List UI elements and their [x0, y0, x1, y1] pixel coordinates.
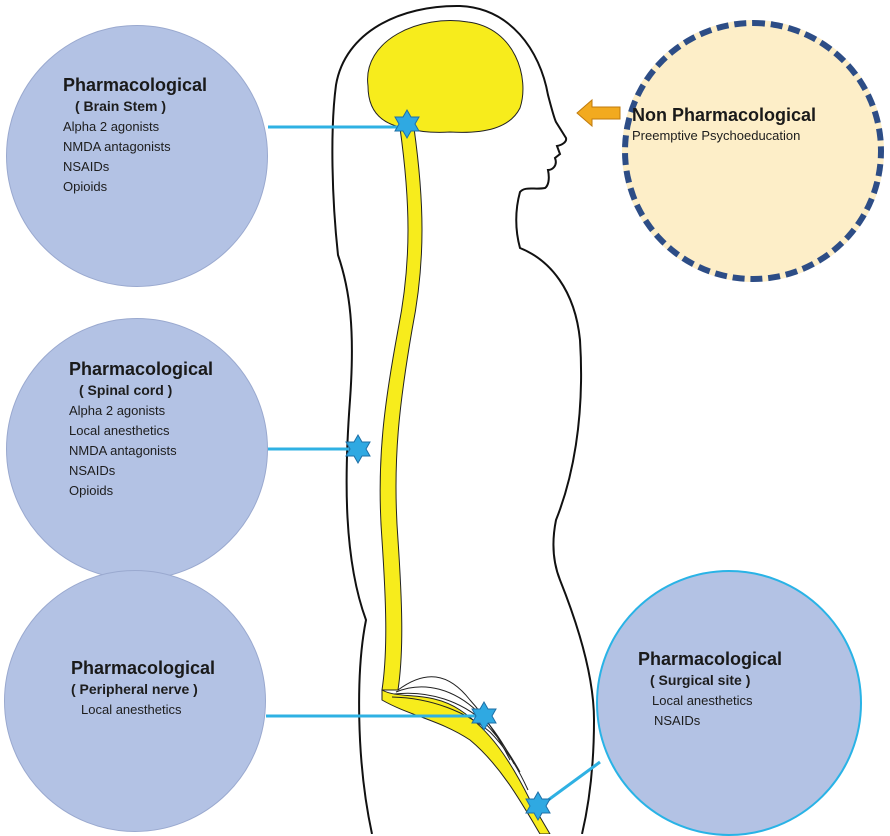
non-pharmacological-subtitle: Preemptive Psychoeducation — [632, 128, 888, 143]
list-item: Local anesthetics — [69, 421, 213, 441]
spinal-cord-subtitle: ( Spinal cord ) — [79, 382, 213, 398]
arrow-left-icon — [577, 100, 620, 126]
spinal-cord-list: Alpha 2 agonists Local anesthetics NMDA … — [69, 401, 213, 501]
list-item: Alpha 2 agonists — [69, 401, 213, 421]
brain-stem-subtitle: ( Brain Stem ) — [75, 98, 207, 114]
brain-stem-list: Alpha 2 agonists NMDA antagonists NSAIDs… — [63, 117, 207, 197]
list-item: Local anesthetics — [652, 691, 782, 711]
list-item: Local anesthetics — [81, 700, 215, 720]
list-item: Opioids — [63, 177, 207, 197]
list-item: NMDA antagonists — [63, 137, 207, 157]
list-item: NSAIDs — [654, 711, 782, 731]
list-item: NMDA antagonists — [69, 441, 213, 461]
brain-stem-bubble: Pharmacological ( Brain Stem ) Alpha 2 a… — [6, 25, 268, 287]
list-item: NSAIDs — [63, 157, 207, 177]
spinal-cord-bubble: Pharmacological ( Spinal cord ) Alpha 2 … — [6, 318, 268, 580]
peripheral-nerve-list: Local anesthetics — [81, 700, 215, 720]
list-item: Opioids — [69, 481, 213, 501]
non-pharmacological-bubble: Non Pharmacological Preemptive Psychoedu… — [622, 20, 884, 282]
peripheral-nerve-subtitle: ( Peripheral nerve ) — [71, 681, 215, 697]
peripheral-nerve-title: Pharmacological — [71, 658, 215, 679]
surgical-site-subtitle: ( Surgical site ) — [650, 672, 782, 688]
brain-stem-title: Pharmacological — [63, 75, 207, 96]
list-item: Alpha 2 agonists — [63, 117, 207, 137]
non-pharmacological-title: Non Pharmacological — [632, 105, 888, 126]
peripheral-nerve-bubble: Pharmacological ( Peripheral nerve ) Loc… — [4, 570, 266, 832]
spinal-cord-title: Pharmacological — [69, 359, 213, 380]
surgical-site-title: Pharmacological — [638, 649, 782, 670]
surgical-site-bubble: Pharmacological ( Surgical site ) Local … — [596, 570, 862, 836]
surgical-site-list: Local anesthetics NSAIDs — [652, 691, 782, 731]
list-item: NSAIDs — [69, 461, 213, 481]
